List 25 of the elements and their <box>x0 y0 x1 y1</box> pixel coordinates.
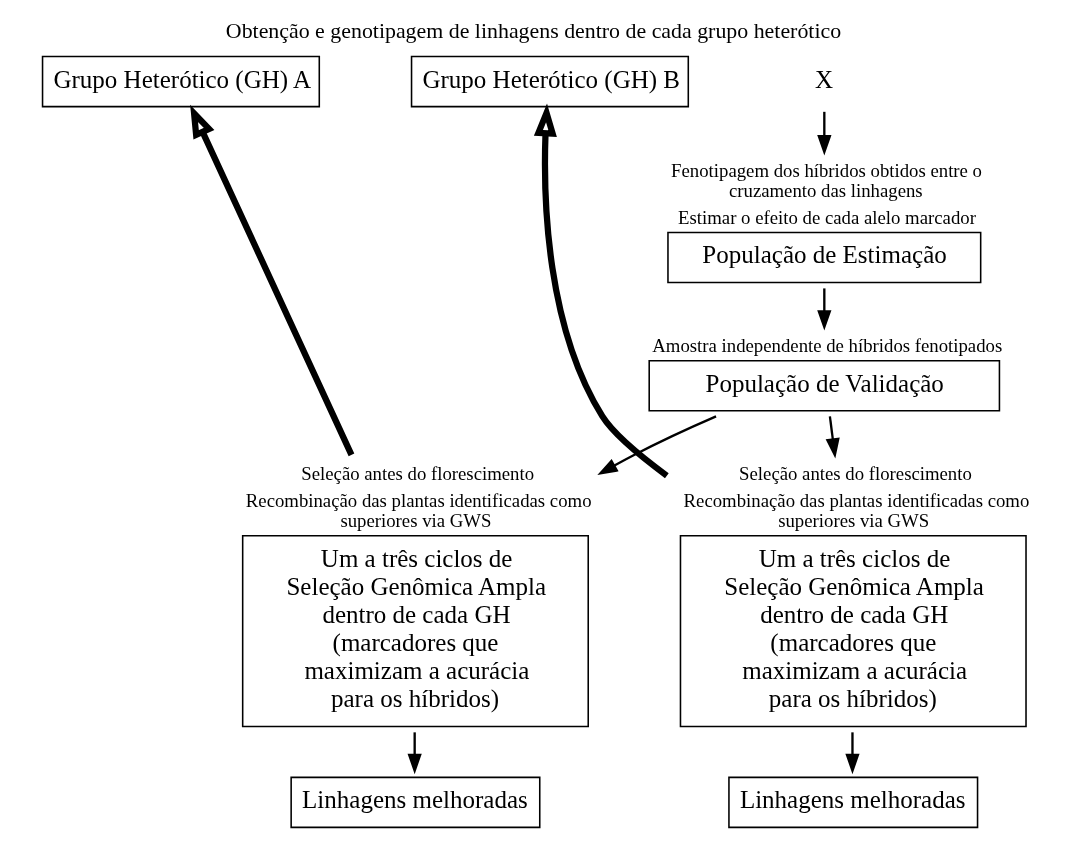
node-label: Seleção antes do florescimento <box>301 463 535 485</box>
node-label: Amostra independente de híbridos fenotipados <box>652 335 1003 357</box>
node-box: Grupo Heterótico (GH) A <box>41 55 321 108</box>
arrow <box>407 732 422 775</box>
node-box: Um a três ciclos de Seleção Genômica Ampla dentro de cada GH (marcadores que maximizam a acurácia para os híbridos) <box>241 535 589 728</box>
arrow <box>190 104 355 457</box>
node-box: Um a três ciclos de Seleção Genômica Ampla dentro de cada GH (marcadores que maximizam a acurácia para os híbridos) <box>679 535 1027 728</box>
arrow <box>825 416 840 459</box>
diagram-title: Obtenção e genotipagem de linhagens dentro de cada grupo heterótico <box>225 19 842 44</box>
node-box: Linhagens melhoradas <box>290 776 541 829</box>
node-label: Fenotipagem dos híbridos obtidos entre o cruzamento das linhagens <box>671 160 982 202</box>
node-box: População de Validação <box>648 359 1001 412</box>
node-text: X <box>814 65 833 93</box>
arrow <box>597 415 717 476</box>
node-box: População de Estimação <box>667 231 982 284</box>
node-box: Linhagens melhoradas <box>728 776 979 829</box>
node-box: Grupo Heterótico (GH) B <box>410 55 690 108</box>
node-label: Recombinação das plantas identificadas como superiores via GWS <box>245 490 592 532</box>
arrow <box>817 111 832 156</box>
arrow <box>845 732 860 775</box>
node-label: Estimar o efeito de cada alelo marcador <box>678 207 976 229</box>
node-label: Recombinação das plantas identificadas como superiores via GWS <box>683 490 1030 532</box>
arrow <box>817 288 832 331</box>
arrow <box>533 103 669 479</box>
node-label: Seleção antes do florescimento <box>739 463 972 485</box>
